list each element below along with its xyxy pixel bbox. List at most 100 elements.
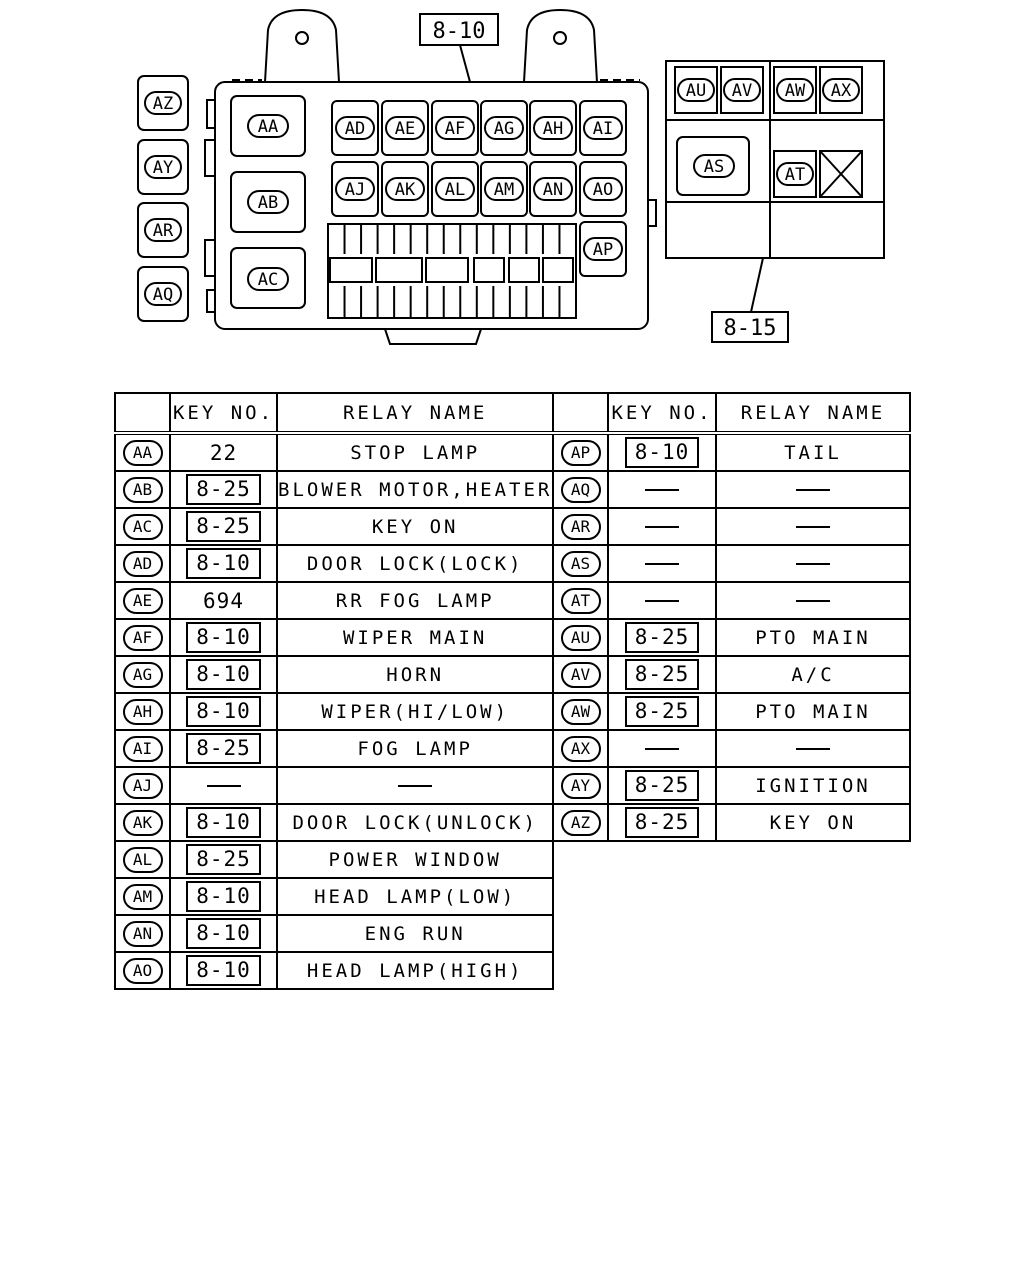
key-no-value: 8-10 — [186, 807, 261, 838]
relay-an-label: AN — [533, 177, 573, 201]
key-no-cell: 8-25 — [607, 655, 717, 694]
relay-ad-label: AD — [335, 116, 375, 140]
key-no-value: 8-25 — [624, 659, 700, 690]
svg-text:AK: AK — [395, 180, 416, 200]
relay-ah-label: AH — [533, 116, 573, 140]
relay-at-label: AT — [776, 162, 814, 186]
relay-id-cell: AW — [552, 692, 609, 731]
empty-dash — [796, 600, 830, 602]
empty-dash — [796, 748, 830, 750]
key-no-value: 8-25 — [186, 844, 261, 875]
key-no-cell: 8-10 — [169, 877, 278, 916]
relay-name-header: RELAY NAME — [275, 392, 555, 435]
key-no-value: 8-10 — [186, 696, 261, 727]
relay-name-cell: WIPER MAIN — [275, 618, 555, 657]
relay-ay-label: AY — [144, 155, 182, 179]
relay-id-badge: AE — [122, 587, 163, 614]
empty-dash — [398, 785, 433, 787]
key-no-header: KEY NO. — [607, 392, 717, 435]
relay-ab-label: AB — [247, 190, 289, 214]
relay-ao-label: AO — [583, 177, 623, 201]
relay-name-cell — [275, 766, 555, 805]
relay-name-cell — [715, 729, 911, 768]
relay-name-cell — [715, 544, 911, 583]
svg-text:AD: AD — [345, 119, 365, 139]
svg-text:AO: AO — [593, 180, 613, 200]
table-header-row: KEY NO. RELAY NAME — [552, 392, 911, 435]
relay-ak-label: AK — [385, 177, 425, 201]
id-header — [552, 392, 609, 435]
svg-text:AL: AL — [445, 180, 465, 200]
svg-text:AG: AG — [494, 119, 514, 139]
relay-af-label: AF — [435, 116, 475, 140]
svg-text:AY: AY — [153, 158, 173, 178]
relay-id-badge: AD — [122, 550, 163, 577]
key-no-cell: 8-25 — [169, 507, 278, 546]
relay-id-badge: AT — [560, 587, 601, 614]
relay-id-badge: AJ — [122, 772, 163, 799]
relay-aj-label: AJ — [335, 177, 375, 201]
key-no-value: 8-10 — [186, 548, 261, 579]
table-row: AW 8-25 PTO MAIN — [552, 692, 911, 731]
key-no-cell: 8-10 — [169, 951, 278, 990]
table-row: AX — [552, 729, 911, 768]
relay-id-cell: AI — [114, 729, 171, 768]
relay-id-cell: AK — [114, 803, 171, 842]
key-no-cell: 8-10 — [169, 544, 278, 583]
empty-dash — [645, 600, 679, 602]
relay-id-badge: AI — [122, 735, 163, 762]
bottom-connector — [384, 328, 482, 345]
relay-id-cell: AX — [552, 729, 609, 768]
relay-id-badge: AK — [122, 809, 163, 836]
key-no-header: KEY NO. — [169, 392, 278, 435]
empty-dash — [796, 563, 830, 565]
relay-id-cell: AJ — [114, 766, 171, 805]
relay-id-badge: AQ — [560, 476, 601, 503]
relay-al-label: AL — [435, 177, 475, 201]
left-mount-ear — [264, 8, 340, 83]
sub-relay-box — [665, 60, 885, 259]
key-no-cell: 694 — [169, 581, 278, 620]
relay-name-cell: KEY ON — [275, 507, 555, 546]
relay-id-cell: AQ — [552, 470, 609, 509]
id-header — [114, 392, 171, 435]
key-no-cell — [607, 544, 717, 583]
empty-slot-cross — [819, 150, 863, 198]
relay-ai-label: AI — [583, 116, 623, 140]
relay-id-badge: AB — [122, 476, 163, 503]
svg-text:AV: AV — [732, 81, 752, 101]
relay-name-cell: PTO MAIN — [715, 618, 911, 657]
key-no-value: 8-25 — [624, 622, 700, 653]
svg-text:AX: AX — [831, 81, 852, 101]
key-no-value: 8-25 — [624, 696, 700, 727]
relay-name-cell: PTO MAIN — [715, 692, 911, 731]
svg-text:AE: AE — [395, 119, 415, 139]
svg-text:AC: AC — [258, 270, 278, 290]
relay-id-cell: AT — [552, 581, 609, 620]
relay-name-cell: ENG RUN — [275, 914, 555, 953]
relay-id-badge: AS — [560, 550, 601, 577]
relay-id-badge: AA — [122, 439, 163, 466]
relay-name-cell — [715, 470, 911, 509]
relay-ar-label: AR — [144, 218, 182, 242]
key-no-cell: 8-25 — [169, 470, 278, 509]
relay-name-cell: IGNITION — [715, 766, 911, 805]
relay-ae-label: AE — [385, 116, 425, 140]
key-no-value: 8-10 — [624, 437, 700, 468]
svg-text:AS: AS — [704, 157, 724, 177]
key-no-cell: 8-25 — [607, 618, 717, 657]
key-no-value: 8-25 — [624, 807, 700, 838]
